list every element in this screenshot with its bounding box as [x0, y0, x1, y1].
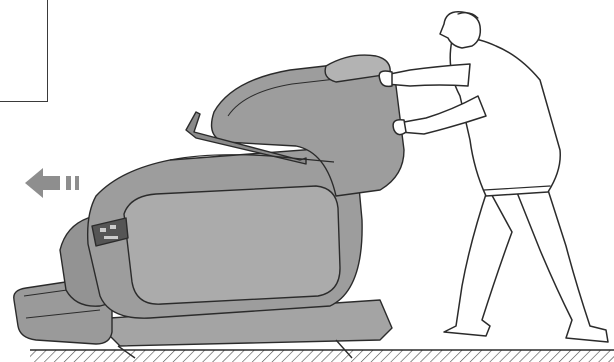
chair-side-insert [124, 186, 340, 304]
person-head [440, 12, 480, 48]
person-back-leg [444, 188, 512, 336]
person-hand-upper [379, 71, 392, 86]
massage-chair [14, 55, 404, 358]
person-hand-lower [393, 120, 406, 135]
floor [30, 350, 614, 362]
move-left-arrow-icon [25, 168, 79, 198]
person-front-leg [516, 190, 608, 342]
person-pushing [379, 12, 608, 342]
person-upper-arm [386, 64, 470, 86]
